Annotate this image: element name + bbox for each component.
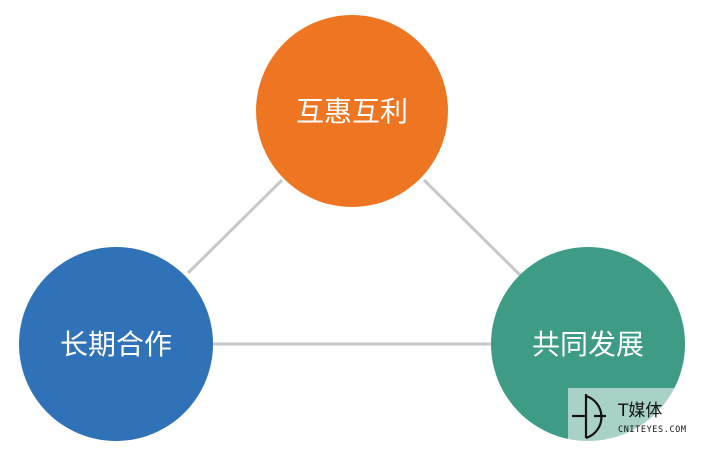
node-left-circle xyxy=(19,247,213,441)
node-right-label: 共同发展 xyxy=(532,328,644,361)
node-top-circle xyxy=(256,15,448,207)
node-top-label: 互惠互利 xyxy=(296,95,408,128)
node-top: 互惠互利 xyxy=(256,15,448,207)
watermark-logo: T媒体 CNITEYES.COM xyxy=(568,388,716,444)
edge-top-left xyxy=(186,178,284,275)
watermark-title: T媒体 xyxy=(617,401,662,421)
node-left: 长期合作 xyxy=(19,247,213,441)
node-left-label: 长期合作 xyxy=(60,328,172,361)
watermark-mark-icon xyxy=(572,394,606,440)
watermark-subtitle: CNITEYES.COM xyxy=(618,425,687,435)
edge-top-right xyxy=(422,178,522,277)
